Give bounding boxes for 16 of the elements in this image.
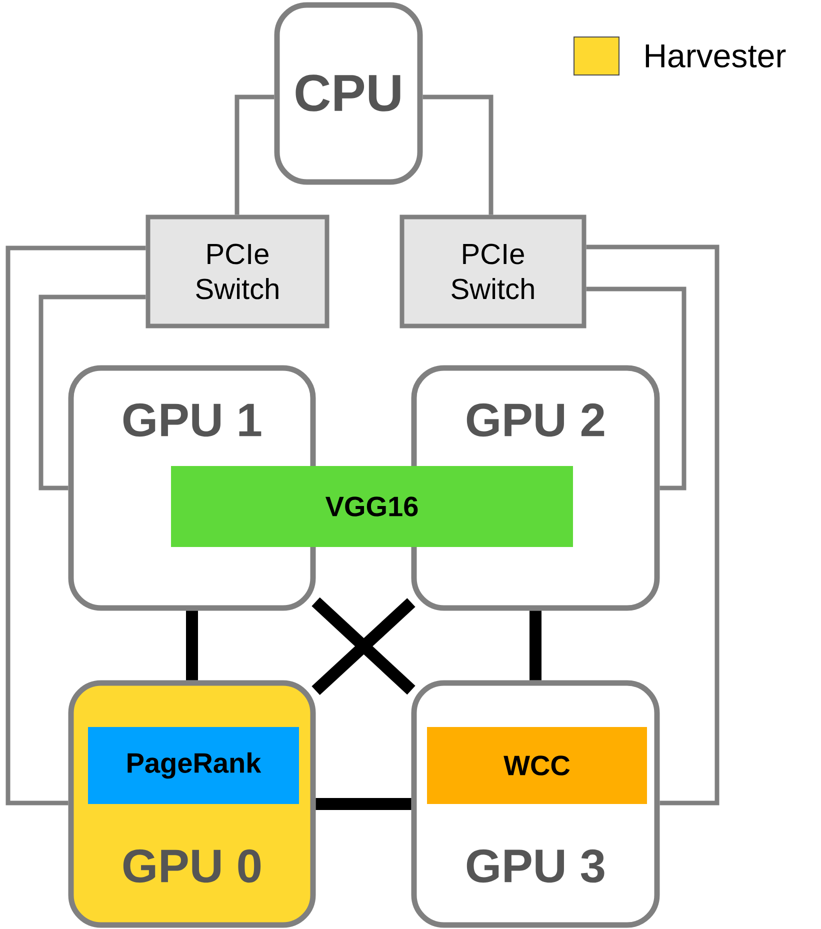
- legend-label: Harvester: [646, 44, 786, 68]
- connector-line: [234, 94, 274, 215]
- task-box: WCC: [427, 727, 647, 804]
- task-box: VGG16: [171, 466, 573, 547]
- connector-line: [586, 286, 686, 490]
- connector-line: [38, 294, 146, 490]
- connector-line: [586, 244, 720, 806]
- connector-line: [530, 610, 542, 680]
- connector-line: [316, 798, 412, 810]
- switch-box: PCIe Switch: [400, 214, 586, 328]
- connector-line: [6, 246, 146, 806]
- task-box: PageRank: [88, 727, 299, 804]
- switch-box: PCIe Switch: [146, 214, 330, 328]
- cpu-box: CPU: [274, 2, 423, 185]
- connector-line: [422, 94, 494, 215]
- connector-line: [186, 610, 198, 680]
